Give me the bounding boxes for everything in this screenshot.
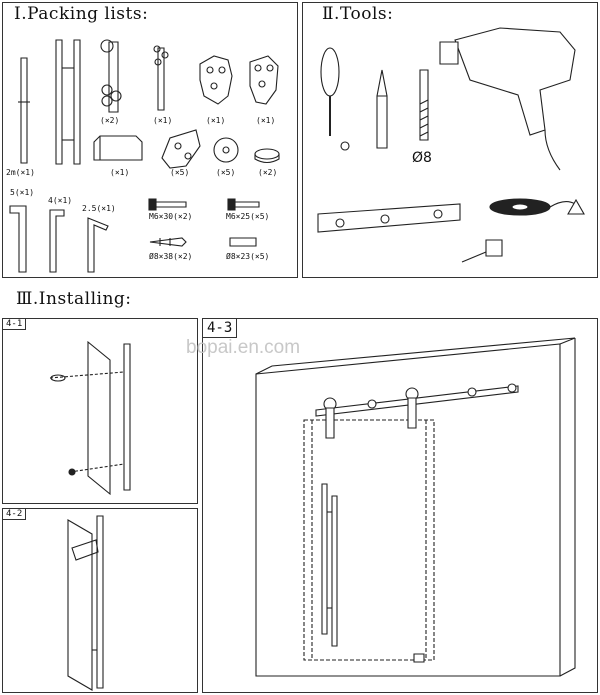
screw-m6x30 [149,199,186,210]
qty-roller: (×2) [100,116,120,125]
chalk-line-tool [490,199,584,215]
qty-screw-m6x25: M6×25(×5) [226,212,270,221]
drill-bit-label: Ø8 [412,150,432,166]
qty-anchor-8x38: Ø8×38(×2) [149,252,193,261]
step-4-2-tag: 4-2 [3,509,27,520]
drill-bit-tool [420,70,428,140]
rail-part [18,58,30,163]
step-4-3-drawing [256,338,575,676]
qty-hex5: 5(×1) [10,188,35,197]
hex-key-2-5 [88,218,108,272]
hex-key-5 [10,206,26,272]
step-4-1-tag: 4-1 [3,319,27,330]
step-4-3-tag: 4-3 [203,319,238,338]
tape-measure-tool [462,240,502,262]
qty-anchor-8x23: Ø8×23(×5) [226,252,270,261]
bracket-part [162,130,200,168]
qty-hanger-left: (×1) [206,116,226,125]
pencil-tool [377,70,387,148]
spirit-level-tool [318,204,460,232]
section-installing-heading: Ⅲ.Installing: [16,289,132,309]
qty-bracket: (×5) [170,168,190,177]
step-4-1-drawing [50,342,130,494]
door-handle-part [56,40,80,164]
qty-cap: (×2) [258,168,278,177]
hex-key-4 [50,210,64,272]
step-4-2-drawing [68,516,103,690]
roller-part [101,40,121,112]
qty-stopper: (×1) [153,116,173,125]
watermark: bopai.en.com [186,337,301,358]
floor-guide-part [94,136,142,160]
hanger-left-part [200,56,232,104]
anchor-8x23 [230,238,256,246]
qty-guide: (×1) [110,168,130,177]
section-packing-heading: Ⅰ.Packing lists: [14,4,149,24]
drill-tool [440,28,575,170]
screw-m6x25 [228,199,259,210]
qty-washer: (×5) [216,168,236,177]
qty-screw-m6x30: M6×30(×2) [149,212,193,221]
anchor-8x38 [150,238,186,246]
hanger-right-part [250,56,278,104]
qty-rail: 2m(×1) [6,168,35,177]
qty-hanger-right: (×1) [256,116,276,125]
screwdriver-tool [321,48,349,150]
qty-hex25: 2.5(×1) [82,204,116,213]
cap-part [255,149,279,163]
washer-part [214,138,238,162]
section-tools-heading: Ⅱ.Tools: [322,4,394,24]
qty-hex4: 4(×1) [48,196,73,205]
stopper-part [154,46,168,110]
